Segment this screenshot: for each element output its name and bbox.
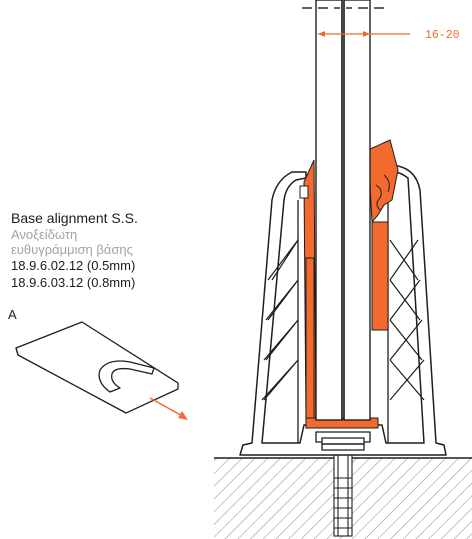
dimension-arrow-icon xyxy=(318,31,410,37)
base-profile xyxy=(239,165,447,456)
caption-code-1: 18.9.6.02.12 (0.5mm) xyxy=(11,258,136,273)
caption-greek-line1: Ανοξείδωτη xyxy=(11,227,78,242)
caption-greek-line2: ευθυγράμμιση βάσης xyxy=(11,242,133,257)
arrow-icon xyxy=(149,397,188,420)
shim-caption: Base alignment S.S. Ανοξείδωτη ευθυγράμμ… xyxy=(11,210,211,291)
wedge-gaskets xyxy=(303,139,399,429)
glass-panel xyxy=(315,0,371,421)
caption-code-2: 18.9.6.03.12 (0.8mm) xyxy=(11,275,136,290)
shim-plate-icon xyxy=(15,321,179,414)
dimension-label: 16-20 xyxy=(425,29,460,42)
caption-title: Base alignment S.S. xyxy=(11,210,138,226)
caption-fragment: A xyxy=(8,307,17,322)
anchor-bolt xyxy=(333,451,353,537)
wedge-screw xyxy=(299,174,390,211)
